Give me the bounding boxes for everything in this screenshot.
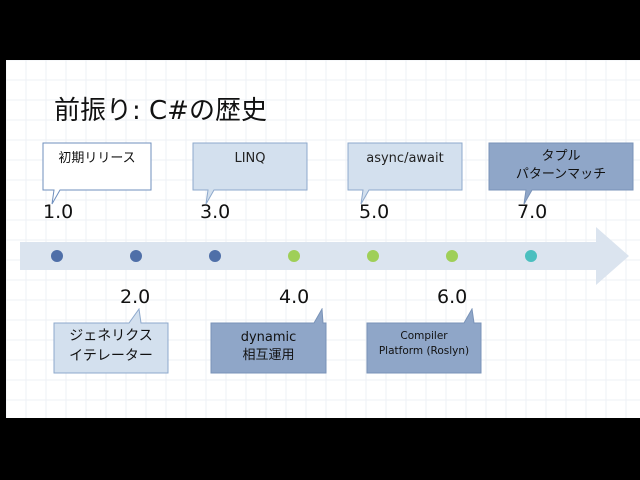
callout-label-line2: Platform (Roslyn) xyxy=(378,345,470,357)
slide: 前振り: C#の歴史 初期リリース LINQ async/await タプル パ… xyxy=(6,60,640,418)
version-label: 3.0 xyxy=(200,201,231,223)
callout-label: LINQ xyxy=(234,151,266,166)
timeline-dot-v2 xyxy=(130,250,142,262)
callout-v6-roslyn: Compiler Platform (Roslyn) xyxy=(366,308,482,374)
callout-v7-tuple-pattern-match: タプル パターンマッチ xyxy=(488,142,634,206)
callout-v5-async-await: async/await xyxy=(347,142,463,206)
timeline-dot-v1 xyxy=(51,250,63,262)
timeline-dot-v4 xyxy=(288,250,300,262)
callout-label: async/await xyxy=(366,151,444,166)
callout-label-line2: イテレーター xyxy=(69,348,153,364)
callout-v3-linq: LINQ xyxy=(192,142,308,206)
version-label: 4.0 xyxy=(279,286,310,308)
version-label: 1.0 xyxy=(43,201,74,223)
callout-label-line1: ジェネリクス xyxy=(69,328,153,344)
callout-label-line1: タプル xyxy=(541,149,581,164)
version-label: 5.0 xyxy=(359,201,390,223)
timeline-dot-v3 xyxy=(209,250,221,262)
version-label: 2.0 xyxy=(120,286,151,308)
timeline-dot-v6 xyxy=(446,250,458,262)
slide-title: 前振り: C#の歴史 xyxy=(54,96,267,126)
callout-v2-generics-iterators: ジェネリクス イテレーター xyxy=(53,308,169,374)
callout-v4-dynamic-interop: dynamic 相互運用 xyxy=(210,308,327,374)
callout-label: 初期リリース xyxy=(58,151,136,166)
callout-label-line2: 相互運用 xyxy=(242,348,295,363)
version-label: 7.0 xyxy=(517,201,548,223)
callout-label-line1: dynamic xyxy=(240,330,297,345)
version-label: 6.0 xyxy=(437,286,468,308)
timeline-dot-v7 xyxy=(525,250,537,262)
timeline-arrow xyxy=(20,227,629,285)
callout-label-line2: パターンマッチ xyxy=(515,167,607,182)
callout-label-line1: Compiler xyxy=(400,330,448,342)
timeline-dot-v5 xyxy=(367,250,379,262)
callout-v1-initial-release: 初期リリース xyxy=(42,142,152,206)
